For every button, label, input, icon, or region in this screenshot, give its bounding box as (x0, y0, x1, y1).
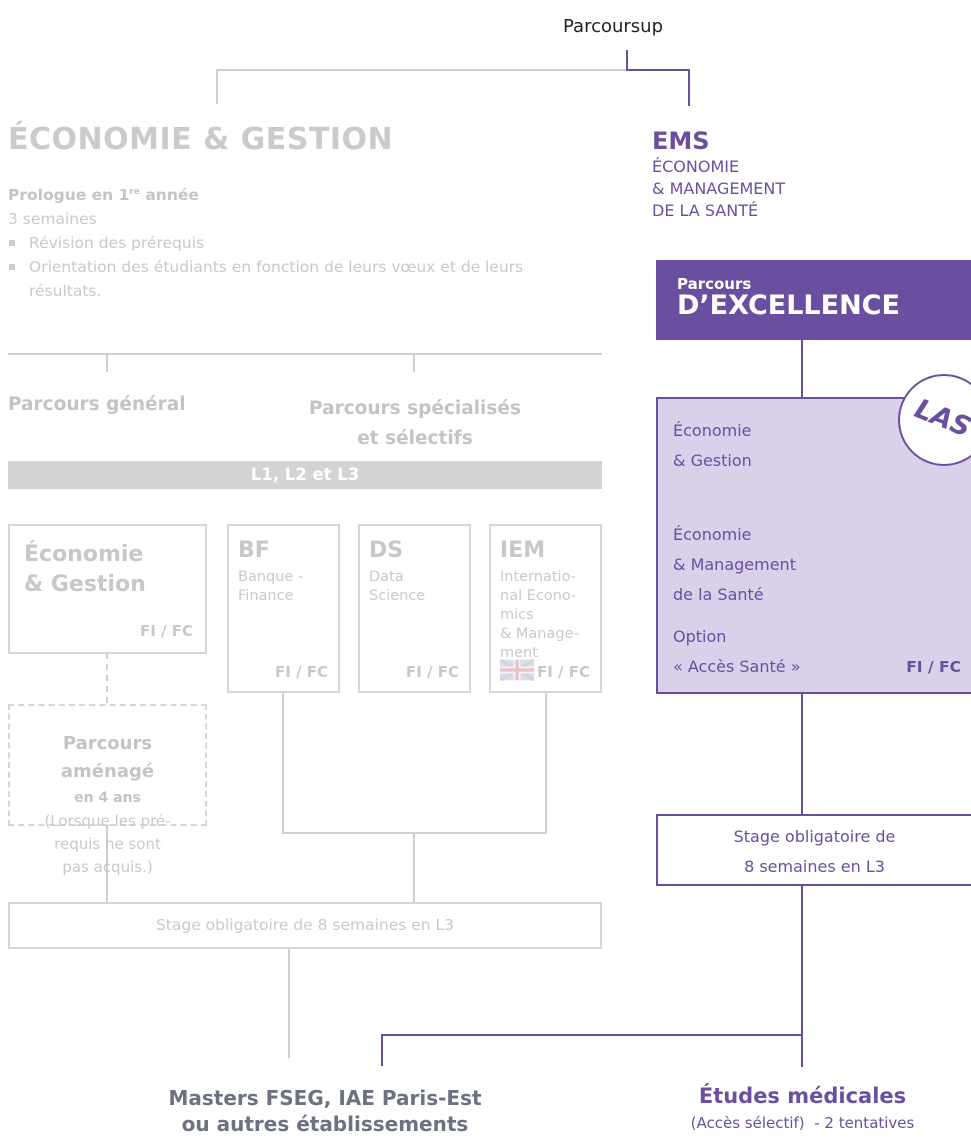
prologue-block: Prologue en 1re année 3 semaines Révisio… (8, 180, 598, 303)
parcours-general-label: Parcours général (8, 394, 186, 415)
eco-gestion-box: Économie & Gestion FI / FC (8, 524, 207, 654)
prologue-bullet: Révision des prérequis (8, 231, 598, 255)
excellence-header: Parcours D’EXCELLENCE (656, 260, 971, 340)
eco-gestion-title: ÉCONOMIE & GESTION (8, 122, 394, 157)
bf-box: BF Banque - Finance FI / FC (227, 524, 340, 693)
las-badge-text: LAS (910, 393, 971, 444)
prologue-title: Prologue en 1re année (8, 186, 199, 205)
bf-fifc: FI / FC (274, 663, 328, 681)
prologue-bullet: Orientation des étudiants en fonction de… (8, 255, 598, 303)
bf-name: Banque - Finance (238, 569, 304, 604)
ds-fifc: FI / FC (405, 663, 459, 681)
las-badge: LAS (898, 374, 971, 466)
iem-name: Internatio- nal Econo- mics & Manage- me… (500, 569, 579, 661)
ems-code: EMS (652, 127, 710, 155)
iem-code: IEM (500, 538, 546, 563)
option-eco-management-sante: Économie & Management de la Santé (673, 525, 796, 604)
iem-box: IEM Internatio- nal Econo- mics & Manage… (489, 524, 602, 693)
parcours-specialises-label: Parcours spécialisés et sélectifs (309, 398, 521, 449)
parcours-amenage-box: Parcours aménagé en 4 ans (Lorsque les p… (8, 704, 207, 876)
amenage-sub: en 4 ans (74, 790, 141, 806)
iem-fifc: FI / FC (536, 663, 590, 681)
prologue-duration: 3 semaines (8, 210, 97, 229)
amenage-note: (Lorsque les pré- requis ne sont pas acq… (44, 812, 171, 876)
parcoursup-label: Parcoursup (563, 16, 664, 37)
excellence-big: D’EXCELLENCE (677, 290, 900, 321)
masters-outcome: Masters FSEG, IAE Paris-Est ou autres ét… (168, 1086, 482, 1136)
eco-gestion-box-title: Économie & Gestion (24, 542, 146, 597)
bf-code: BF (238, 538, 270, 563)
years-bar: L1, L2 et L3 (8, 461, 602, 489)
medical-outcome-sub: (Accès sélectif) - 2 tentatives (690, 1114, 915, 1132)
ds-name: Data Science (369, 569, 426, 604)
uk-flag-icon (500, 659, 534, 681)
left-stage-box: Stage obligatoire de 8 semaines en L3 (8, 902, 602, 949)
las-fifc: FI / FC (906, 658, 961, 676)
ems-name: ÉCONOMIE & MANAGEMENT DE LA SANTÉ (652, 157, 786, 220)
ds-code: DS (369, 538, 404, 563)
ds-box: DS Data Science FI / FC (358, 524, 471, 693)
excellence-small: Parcours (677, 275, 752, 293)
right-stage-box: Stage obligatoire de 8 semaines en L3 (656, 814, 971, 886)
option-eco-gestion: Économie & Gestion (673, 421, 752, 470)
medical-outcome-title: Études médicales (698, 1084, 907, 1108)
option-acces-sante: Option « Accès Santé » (673, 627, 801, 676)
eco-gestion-fifc: FI / FC (139, 622, 193, 640)
amenage-title: Parcours aménagé (60, 733, 155, 782)
